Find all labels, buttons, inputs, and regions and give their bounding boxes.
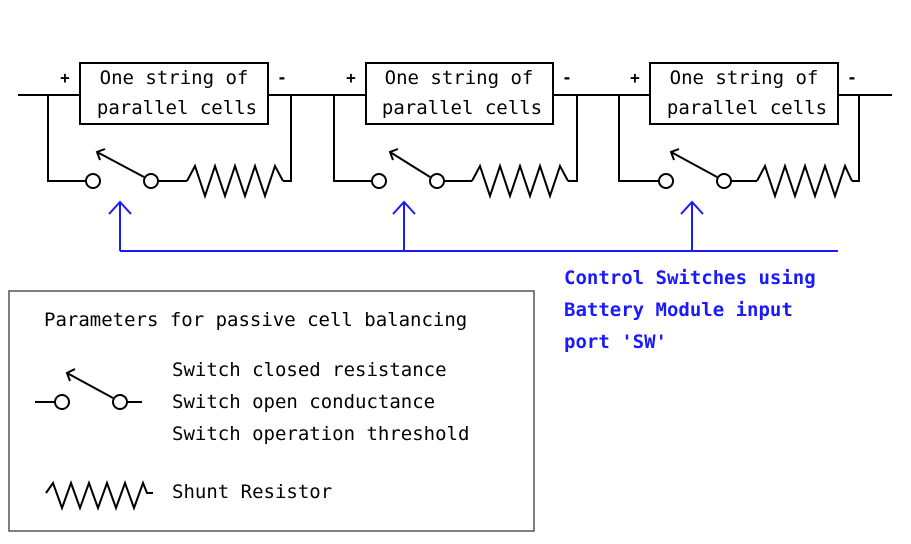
control-arrow-icon [680,200,704,215]
plus-terminal-label: + [630,68,640,87]
control-annotation-line: Battery Module input [564,299,793,321]
control-annotation-line: Control Switches using [564,267,816,289]
cell-string-box [365,62,554,125]
bypass-branch [333,95,578,200]
control-arrow-icon [108,200,132,215]
switch-icon [371,173,387,189]
switch-icon [429,173,445,189]
minus-terminal-label: - [847,68,857,87]
switch-blade [96,151,145,178]
switch-blade [670,151,718,178]
switch-blade-arrowhead [388,148,399,161]
control-annotation: Control Switches using Battery Module in… [564,267,816,353]
legend-title: Parameters for passive cell balancing [44,309,467,331]
cell-string-label-line2: parallel cells [382,97,542,119]
switch-icon [716,173,732,189]
cell-string-label-line1: One string of [670,67,819,89]
cell-string-box [79,62,269,125]
cell-string-box [649,62,839,125]
plus-terminal-label: + [60,68,70,87]
switch-blade [389,151,431,178]
switch-icon [85,173,101,189]
cell-string-unit-3: One string of parallel cells + - [618,62,860,200]
cell-string-label-line1: One string of [385,67,534,89]
shunt-resistor-icon [471,162,569,200]
plus-terminal-label: + [346,68,356,87]
cell-string-unit-2: One string of parallel cells + - [333,62,578,200]
bypass-branch [47,95,292,200]
minus-terminal-label: - [562,68,572,87]
control-annotation-line: port 'SW' [564,331,667,353]
switch-blade-arrowhead [669,148,680,161]
shunt-resistor-icon [186,162,284,200]
legend-switch-icon [35,368,142,410]
control-signal-lines [108,200,838,252]
minus-terminal-label: - [277,68,287,87]
legend-resistor-param: Shunt Resistor [172,481,332,503]
control-arrow-icon [392,200,416,215]
shunt-resistor-icon [756,162,853,200]
legend-resistor-icon [45,480,153,511]
legend-switch-param: Switch open conductance [172,391,435,413]
switch-blade-arrowhead [95,148,106,161]
legend-box: Parameters for passive cell balancing Sw… [8,290,535,532]
switch-icon [143,173,159,189]
bypass-branch [618,95,860,200]
cell-string-unit-1: One string of parallel cells + - [47,62,292,200]
cell-string-label-line2: parallel cells [667,97,827,119]
legend-switch-param: Switch closed resistance [172,359,447,381]
switch-icon [658,173,674,189]
cell-string-label-line1: One string of [100,67,249,89]
legend-switch-param: Switch operation threshold [172,423,469,445]
cell-string-label-line2: parallel cells [97,97,257,119]
